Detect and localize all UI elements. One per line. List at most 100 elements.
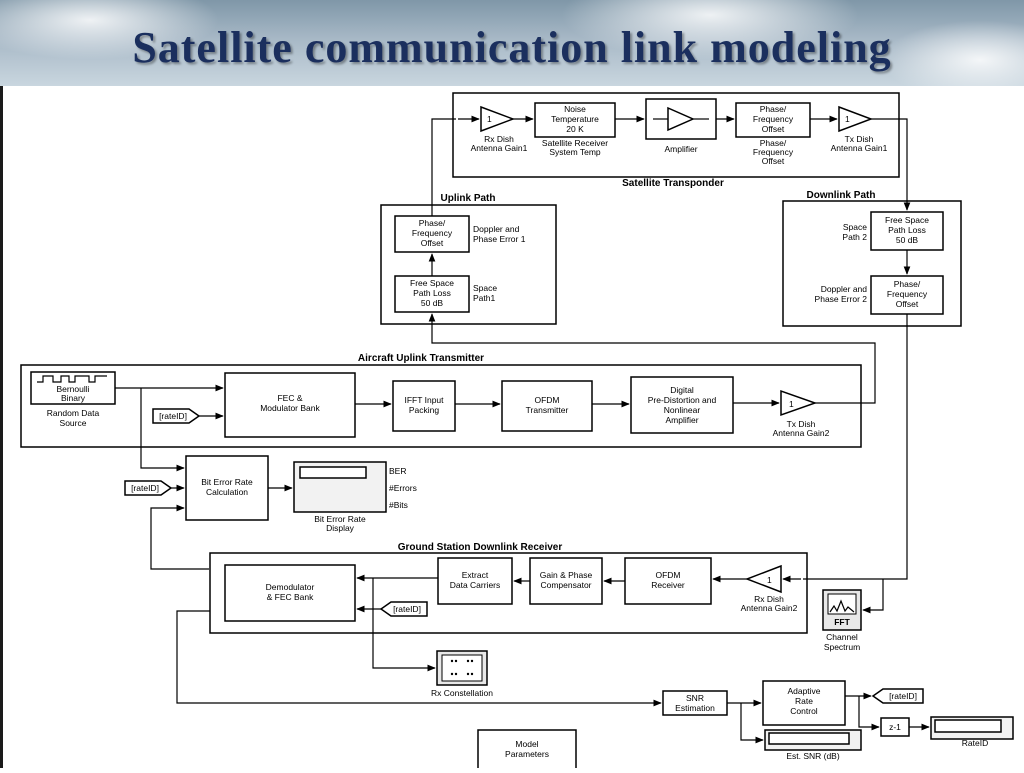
output-label: BER <box>389 466 406 476</box>
aircraft-rate-tag[interactable]: [rateID] <box>152 408 201 424</box>
block-text: FEC & <box>277 393 302 403</box>
block-text: Adaptive <box>787 686 820 696</box>
block-label: Rx Dish <box>754 594 784 604</box>
ground-subsystem-frame <box>209 552 808 634</box>
block-text: Control <box>790 706 818 716</box>
block-text: Binary <box>61 393 86 403</box>
aircraft-tx-gain[interactable]: 1 Tx Dish Antenna Gain2 <box>773 389 830 438</box>
output-label: #Errors <box>389 483 417 493</box>
goto-tag-text: [rateID] <box>131 483 159 493</box>
block-text: & FEC Bank <box>267 592 315 602</box>
aircraft-transmitter[interactable]: Aircraft Uplink Transmitter Bernoulli Bi… <box>20 353 862 448</box>
satellite-amplifier[interactable]: Amplifier <box>645 98 717 154</box>
channel-spectrum[interactable]: FFT Channel Spectrum <box>822 589 862 652</box>
gain-triangle-icon <box>744 564 782 594</box>
uplink-path[interactable]: Uplink Path Phase/ Frequency Offset Dopp… <box>380 193 557 325</box>
block-text: Offset <box>762 124 785 134</box>
uplink-subsystem-frame <box>380 204 557 325</box>
satellite-noise-block[interactable]: Noise Temperature 20 K Satellite Receive… <box>534 102 616 157</box>
ground-title: Ground Station Downlink Receiver <box>398 542 563 553</box>
satellite-transponder[interactable]: Satellite Transponder 1 Rx Dish Antenna … <box>452 92 900 189</box>
adaptive-rate-control[interactable]: Adaptive Rate Control <box>762 680 846 726</box>
downlink-phase-offset[interactable]: Phase/ Frequency Offset Doppler and Phas… <box>815 275 944 315</box>
satellite-tx-gain[interactable]: 1 Tx Dish Antenna Gain1 <box>831 105 888 153</box>
satellite-title: Satellite Transponder <box>622 178 724 189</box>
extract-data-carriers[interactable]: Extract Data Carriers <box>437 557 513 605</box>
gain-phase-compensator[interactable]: Gain & Phase Compensator <box>529 557 603 605</box>
block-text: Digital <box>670 385 694 395</box>
block-text: Gain & Phase <box>540 570 593 580</box>
adaptive-rate-tag[interactable]: [rateID] <box>871 688 924 704</box>
gain-value: 1 <box>487 114 492 124</box>
snr-estimation[interactable]: SNR Estimation <box>662 690 728 716</box>
satellite-rx-gain[interactable]: 1 Rx Dish Antenna Gain1 <box>471 105 528 153</box>
block-label: Antenna Gain2 <box>773 428 830 438</box>
ber-calculation[interactable]: Bit Error Rate Calculation <box>185 455 269 521</box>
output-label: #Bits <box>389 500 408 510</box>
gain-triangle-icon <box>838 105 874 133</box>
ber-section[interactable]: [rateID] Bit Error Rate Calculation Bit … <box>124 388 417 570</box>
block-label: Source <box>60 418 87 428</box>
block-text: Nonlinear <box>664 405 701 415</box>
downlink-path[interactable]: Downlink Path Free Space Path Loss 50 dB… <box>782 190 962 327</box>
block-text: Extract <box>462 570 489 580</box>
block-label: Frequency <box>753 147 794 157</box>
title-banner: Satellite communication link modeling <box>0 0 1024 86</box>
block-label: Amplifier <box>664 144 697 154</box>
ber-rate-tag[interactable]: [rateID] <box>124 480 173 496</box>
demodulator-fec-bank[interactable]: Demodulator & FEC Bank <box>224 564 356 622</box>
block-label: Display <box>326 523 355 533</box>
block-text: Offset <box>421 238 444 248</box>
ifft-packing[interactable]: IFFT Input Packing <box>392 380 456 432</box>
block-text: Estimation <box>675 703 715 713</box>
block-text: OFDM <box>655 570 680 580</box>
rx-constellation[interactable]: Rx Constellation <box>431 650 493 698</box>
ofdm-transmitter[interactable]: OFDM Transmitter <box>501 380 593 432</box>
spectrum-trace <box>829 599 855 613</box>
display-field <box>934 719 1002 733</box>
ground-rate-tag[interactable]: [rateID] <box>379 601 428 617</box>
display-field <box>768 732 850 745</box>
block-label: Tx Dish <box>787 419 816 429</box>
goto-tag-text: [rateID] <box>889 691 917 701</box>
from-tag-text: [rateID] <box>393 604 421 614</box>
unit-delay[interactable]: z-1 <box>880 717 910 737</box>
slide-title: Satellite communication link modeling <box>132 23 892 72</box>
block-label: Satellite Receiver <box>542 138 608 148</box>
uplink-phase-offset[interactable]: Phase/ Frequency Offset Doppler and Phas… <box>394 215 526 253</box>
block-text: Path Loss <box>888 225 926 235</box>
satellite-subsystem-frame <box>452 92 900 178</box>
block-text: Phase/ <box>894 279 921 289</box>
block-label: Offset <box>762 156 785 166</box>
block-text: Offset <box>896 299 919 309</box>
ground-receiver[interactable]: Ground Station Downlink Receiver Demodul… <box>209 542 808 634</box>
bernoulli-source[interactable]: Bernoulli Binary Random Data Source <box>30 371 116 428</box>
block-label: Rx Dish <box>484 134 514 144</box>
constellation-icon <box>441 654 483 682</box>
block-label: Tx Dish <box>845 134 874 144</box>
block-text: Phase/ <box>419 218 446 228</box>
block-text: Transmitter <box>526 405 569 415</box>
downlink-free-space-loss[interactable]: Free Space Path Loss 50 dB Space Path 2 <box>842 211 944 251</box>
rateid-display[interactable]: RateID <box>930 716 1014 748</box>
block-text: Packing <box>409 405 440 415</box>
diagram-area: Satellite Transponder 1 Rx Dish Antenna … <box>0 86 1024 773</box>
bitstream-icon <box>37 375 107 383</box>
ber-display[interactable]: Bit Error Rate Display BER #Errors #Bits <box>293 461 417 533</box>
block-text: Bernoulli <box>56 384 89 394</box>
satellite-phase-offset[interactable]: Phase/ Frequency Offset Phase/ Frequency… <box>735 102 811 166</box>
est-snr-display[interactable]: Est. SNR (dB) <box>764 729 862 761</box>
uplink-free-space-loss[interactable]: Free Space Path Loss 50 dB Space Path1 <box>394 275 497 313</box>
model-parameters[interactable]: Model Parameters <box>477 729 577 773</box>
constellation-points <box>450 659 474 676</box>
ofdm-receiver[interactable]: OFDM Receiver <box>624 557 712 605</box>
block-label: Doppler and <box>821 284 868 294</box>
block-text: Pre-Distortion and <box>648 395 717 405</box>
block-label: Antenna Gain2 <box>741 603 798 613</box>
goto-tag-text: [rateID] <box>159 411 187 421</box>
block-diagram: Satellite Transponder 1 Rx Dish Antenna … <box>20 92 1014 773</box>
ground-rx-gain[interactable]: 1 Rx Dish Antenna Gain2 <box>741 564 798 613</box>
digital-predistortion[interactable]: Digital Pre-Distortion and Nonlinear Amp… <box>630 376 734 434</box>
block-text: Demodulator <box>266 582 315 592</box>
fec-modulator-bank[interactable]: FEC & Modulator Bank <box>224 372 356 438</box>
